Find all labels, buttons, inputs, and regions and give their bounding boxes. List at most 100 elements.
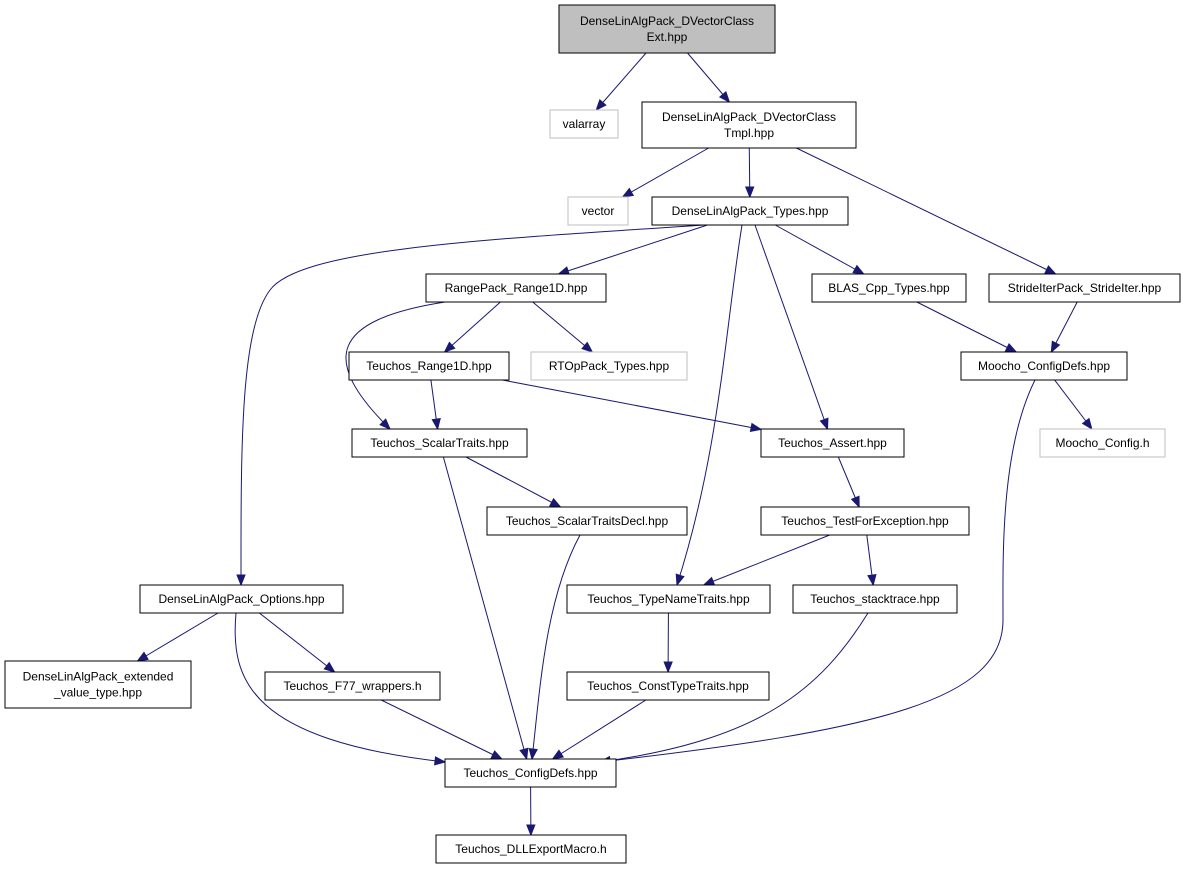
node-label: BLAS_Cpp_Types.hpp (828, 281, 950, 295)
node-box (651, 196, 849, 226)
edge-testforexc-to-stacktrace (866, 534, 877, 587)
node-strideiter[interactable]: StrideIterPack_StrideIter.hpp (988, 273, 1181, 303)
edge-t_range1d-to-assert (502, 379, 763, 433)
edge-dvc_ext-to-dvc_tmpl (687, 52, 731, 104)
node-rtop: RTOpPack_Types.hpp (530, 351, 688, 381)
node-scalartraitsdecl[interactable]: Teuchos_ScalarTraitsDecl.hpp (486, 506, 688, 536)
edge-assert-to-testforexc (837, 456, 860, 509)
edge-options-to-t_configdefs (234, 612, 447, 766)
node-label: Tmpl.hpp (724, 126, 774, 140)
edge-f77-to-t_configdefs (380, 699, 504, 760)
node-range1d[interactable]: RangePack_Range1D.hpp (425, 273, 607, 303)
edge-types-to-typenametraits (675, 224, 743, 587)
node-box (567, 196, 629, 226)
edge-moocho_cd-to-moocho_config (1054, 379, 1093, 431)
edge-types-to-range1d (557, 224, 708, 276)
node-box (641, 101, 857, 149)
nodes-layer: DenseLinAlgPack_DVectorClassExt.hppvalar… (4, 4, 1181, 864)
node-label: DenseLinAlgPack_extended (23, 670, 174, 684)
node-label: vector (582, 204, 615, 218)
node-label: Ext.hpp (647, 30, 688, 44)
node-label: Teuchos_ConstTypeTraits.hpp (587, 679, 749, 693)
node-stacktrace[interactable]: Teuchos_stacktrace.hpp (792, 584, 958, 614)
node-box (792, 584, 958, 614)
edge-scalartraits-to-scalartraitsdecl (465, 456, 562, 508)
edge-blas-to-moocho_cd (916, 301, 1018, 353)
node-label: Moocho_ConfigDefs.hpp (978, 359, 1110, 373)
node-assert[interactable]: Teuchos_Assert.hpp (760, 428, 905, 458)
node-testforexc[interactable]: Teuchos_TestForException.hpp (760, 506, 970, 536)
node-label: Teuchos_F77_wrappers.h (283, 679, 421, 693)
node-label: _value_type.hpp (53, 686, 142, 700)
node-moocho_config: Moocho_Config.h (1039, 428, 1166, 458)
node-box (811, 273, 967, 303)
node-box (760, 428, 905, 458)
node-label: DenseLinAlgPack_DVectorClass (662, 110, 836, 124)
edge-scalartraitsdecl-to-t_configdefs (528, 534, 581, 761)
edge-dvc_tmpl-to-vector (621, 147, 709, 198)
node-box (351, 428, 528, 458)
node-blas[interactable]: BLAS_Cpp_Types.hpp (811, 273, 967, 303)
node-box (425, 273, 607, 303)
node-box (988, 273, 1181, 303)
node-label: Teuchos_stacktrace.hpp (810, 592, 940, 606)
edge-dvc_ext-to-valarray (595, 52, 647, 112)
node-valarray: valarray (549, 109, 619, 139)
node-box (530, 351, 688, 381)
edge-consttypetraits-to-t_configdefs (551, 699, 647, 760)
node-box (348, 351, 510, 381)
node-types[interactable]: DenseLinAlgPack_Types.hpp (651, 196, 849, 226)
node-box (549, 109, 619, 139)
node-box (444, 758, 617, 788)
edge-range1d-to-t_range1d (443, 301, 501, 353)
node-label: Teuchos_ScalarTraits.hpp (370, 436, 509, 450)
edge-options-to-extended (136, 612, 219, 662)
edge-types-to-blas (775, 224, 865, 275)
node-box (486, 506, 688, 536)
edge-typenametraits-to-consttypetraits (663, 612, 673, 674)
node-label: Teuchos_TestForException.hpp (781, 514, 949, 528)
node-box (960, 351, 1128, 381)
node-f77[interactable]: Teuchos_F77_wrappers.h (264, 671, 441, 701)
node-t_configdefs[interactable]: Teuchos_ConfigDefs.hpp (444, 758, 617, 788)
node-box (760, 506, 970, 536)
edge-testforexc-to-typenametraits (702, 534, 830, 586)
node-t_range1d[interactable]: Teuchos_Range1D.hpp (348, 351, 510, 381)
node-box (1039, 428, 1166, 458)
node-box (435, 834, 627, 864)
node-extended[interactable]: DenseLinAlgPack_extended _value_type.hpp (4, 660, 192, 709)
node-label: Teuchos_TypeNameTraits.hpp (587, 592, 750, 606)
node-scalartraits[interactable]: Teuchos_ScalarTraits.hpp (351, 428, 528, 458)
node-label: DenseLinAlgPack_Types.hpp (672, 204, 829, 218)
node-label: RTOpPack_Types.hpp (549, 359, 670, 373)
edge-strideiter-to-moocho_cd (1050, 301, 1078, 354)
node-label: DenseLinAlgPack_DVectorClass (580, 14, 754, 28)
node-label: Teuchos_DLLExportMacro.h (455, 842, 606, 856)
node-consttypetraits[interactable]: Teuchos_ConstTypeTraits.hpp (566, 671, 770, 701)
node-dllexport[interactable]: Teuchos_DLLExportMacro.h (435, 834, 627, 864)
edge-t_range1d-to-scalartraits (430, 379, 441, 431)
node-label: Moocho_Config.h (1055, 436, 1149, 450)
node-options[interactable]: DenseLinAlgPack_Options.hpp (139, 584, 344, 614)
node-box (4, 660, 192, 709)
edge-options-to-f77 (259, 612, 336, 673)
node-moocho_cd[interactable]: Moocho_ConfigDefs.hpp (960, 351, 1128, 381)
node-typenametraits[interactable]: Teuchos_TypeNameTraits.hpp (566, 584, 771, 614)
node-label: StrideIterPack_StrideIter.hpp (1008, 281, 1162, 295)
edge-types-to-assert (754, 224, 829, 431)
edge-t_configdefs-to-dllexport (526, 786, 536, 837)
node-label: DenseLinAlgPack_Options.hpp (158, 592, 324, 606)
node-label: Teuchos_Range1D.hpp (366, 359, 492, 373)
edge-range1d-to-scalartraits (345, 301, 446, 430)
node-box (566, 584, 771, 614)
edge-dvc_tmpl-to-types (744, 147, 755, 199)
node-box (264, 671, 441, 701)
node-box (558, 4, 776, 54)
edge-types-to-options (236, 224, 706, 587)
node-label: valarray (563, 117, 606, 131)
node-label: Teuchos_Assert.hpp (778, 436, 887, 450)
edges-layer (136, 52, 1093, 837)
